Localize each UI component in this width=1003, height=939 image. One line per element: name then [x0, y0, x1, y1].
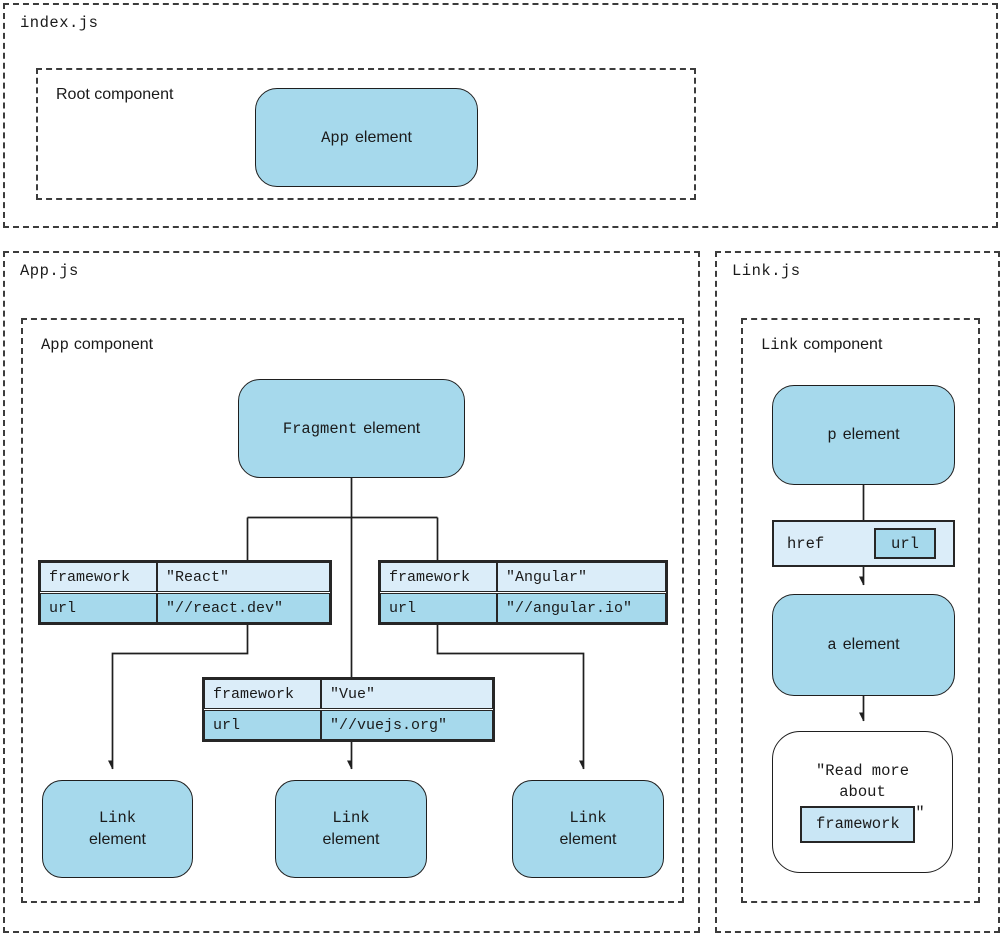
file-title-app-js: App.js: [20, 262, 79, 280]
prop-key: framework: [41, 563, 158, 591]
component-title-app-code: App: [41, 336, 69, 354]
prop-key: url: [41, 594, 158, 622]
prop-value: "React": [166, 568, 230, 586]
prop-key: framework: [205, 680, 322, 708]
table-row-framework: framework "Vue": [204, 679, 493, 709]
read-more-line3: framework": [800, 804, 925, 843]
wire-react-to-link: [113, 624, 249, 769]
wire-fragment-tree: [246, 477, 439, 678]
component-title-root: Root component: [56, 86, 174, 103]
read-more-line1: "Read more: [815, 762, 909, 780]
prop-value: "//react.dev": [166, 599, 284, 617]
props-table-react: framework "React" url "//react.dev": [38, 560, 332, 625]
component-box-root: Root component: [36, 68, 696, 200]
wire-angular-to-link: [436, 624, 585, 769]
prop-key: url: [381, 594, 498, 622]
file-title-link-js: Link.js: [732, 262, 801, 280]
component-title-app-word: component: [73, 336, 154, 353]
file-box-link-js: Link.js: [715, 251, 1000, 933]
file-box-app-js: App.js: [3, 251, 700, 933]
table-row-framework: framework "Angular": [380, 562, 666, 592]
prop-value: "Vue": [330, 685, 376, 703]
props-table-angular: framework "Angular" url "//angular.io": [378, 560, 668, 625]
prop-key: url: [205, 711, 322, 739]
url-chip: url: [874, 528, 936, 559]
prop-value: "//vuejs.org": [330, 716, 448, 734]
prop-key: framework: [381, 563, 498, 591]
table-row-url: url "//angular.io": [380, 593, 666, 623]
component-title-link-code: Link: [761, 336, 799, 354]
framework-chip: framework: [800, 806, 916, 843]
file-box-index-js: index.js: [3, 3, 998, 228]
node-text-read-more: "Read more about framework": [772, 731, 953, 873]
props-table-vue: framework "Vue" url "//vuejs.org": [202, 677, 495, 742]
table-row-framework: framework "React": [40, 562, 330, 592]
closing-quote: ": [915, 804, 925, 822]
read-more-line2: about: [839, 783, 886, 801]
href-label: href: [787, 534, 825, 553]
table-row-url: url "//react.dev": [40, 593, 330, 623]
table-row-url: url "//vuejs.org": [204, 710, 493, 740]
prop-value: "//angular.io": [506, 599, 633, 617]
component-title-link-word: component: [803, 336, 883, 353]
prop-value: "Angular": [506, 568, 588, 586]
file-title-index-js: index.js: [20, 14, 99, 32]
props-bar-href: href url: [772, 520, 955, 567]
